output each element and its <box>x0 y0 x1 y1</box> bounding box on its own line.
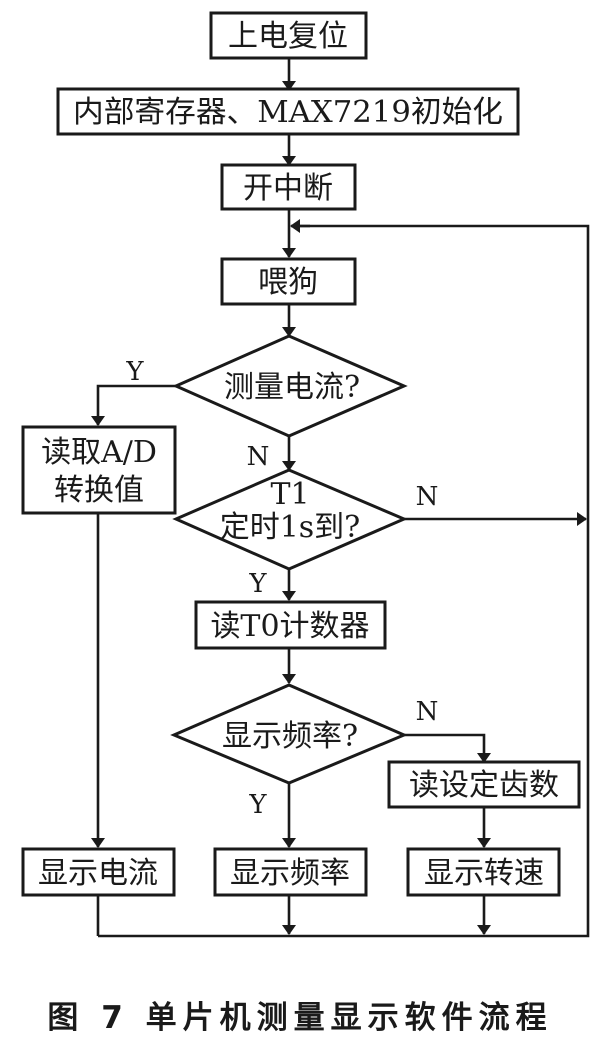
node-init-label: 内部寄存器、MAX7219初始化 <box>73 95 503 130</box>
node-display-speed: 显示转速 <box>406 847 561 897</box>
node-t1-label-2: 定时1s到? <box>220 510 361 545</box>
node-read-set-teeth-label: 读设定齿数 <box>409 768 559 803</box>
label-measure-yes: Y <box>125 357 144 387</box>
node-t1-label-1: T1 <box>270 477 309 512</box>
node-read-ad-label-1: 读取A/D <box>41 435 157 470</box>
edge-freq-no <box>404 733 491 763</box>
label-freq-yes: Y <box>248 790 267 820</box>
node-feed-watchdog-label: 喂狗 <box>258 265 318 300</box>
node-read-set-teeth: 读设定齿数 <box>387 760 581 809</box>
label-t1-yes: Y <box>248 569 267 599</box>
node-read-ad: 读取A/D 转换值 <box>21 425 177 515</box>
node-power-on-reset: 上电复位 <box>209 11 368 60</box>
connectors <box>91 58 590 938</box>
edge-loop-back <box>98 224 590 938</box>
node-display-frequency-label: 显示频率 <box>230 856 350 891</box>
node-display-speed-label: 显示转速 <box>424 856 544 891</box>
label-t1-no: N <box>416 482 439 512</box>
node-display-freq-decision: 显示频率? <box>170 683 408 785</box>
node-init: 内部寄存器、MAX7219初始化 <box>56 87 520 136</box>
node-feed-watchdog: 喂狗 <box>220 257 357 306</box>
node-display-frequency: 显示频率 <box>213 847 368 897</box>
edge-measure-yes <box>91 384 176 426</box>
node-display-current: 显示电流 <box>21 847 176 897</box>
node-measure-current-decision: 测量电流? <box>172 334 408 438</box>
node-read-t0-label: 读T0计数器 <box>210 609 369 644</box>
node-power-on-reset-label: 上电复位 <box>228 19 348 54</box>
node-display-freq-q-label: 显示频率? <box>222 719 358 754</box>
node-read-ad-label-2: 转换值 <box>54 473 144 508</box>
node-read-t0-counter: 读T0计数器 <box>194 600 387 650</box>
label-measure-no: N <box>247 442 270 472</box>
label-freq-no: N <box>416 697 439 727</box>
node-enable-interrupt-label: 开中断 <box>243 171 333 206</box>
node-enable-interrupt: 开中断 <box>220 163 357 211</box>
node-display-current-label: 显示电流 <box>38 856 158 891</box>
figure-caption: 图 7 单片机测量显示软件流程 <box>47 1000 552 1036</box>
node-t1-timer-decision: T1 定时1s到? <box>172 468 408 571</box>
node-measure-current-label: 测量电流? <box>224 370 360 405</box>
